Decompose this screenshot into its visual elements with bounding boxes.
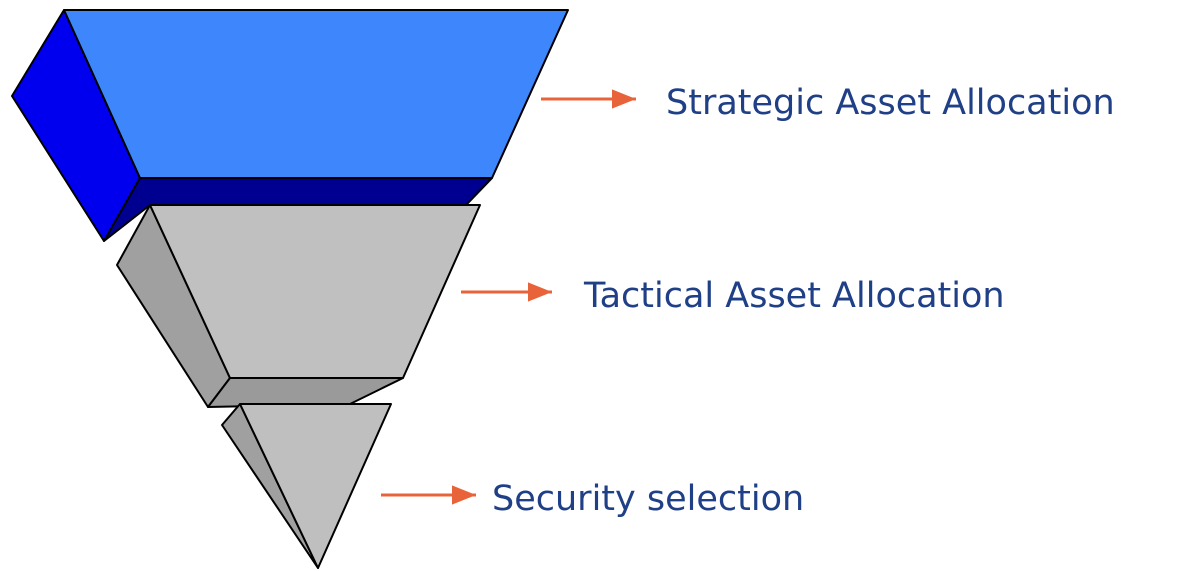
label-security: Security selection [492, 479, 804, 519]
label-strategic: Strategic Asset Allocation [666, 83, 1115, 123]
tactical-bottom-face [207, 377, 404, 408]
funnel-level-strategic [11, 9, 569, 242]
funnel-level-tactical [116, 204, 481, 408]
security-front-face [239, 403, 392, 569]
strategic-front-face [63, 9, 569, 179]
tactical-front-face [149, 204, 481, 379]
funnel-level-security [221, 403, 392, 569]
label-tactical: Tactical Asset Allocation [583, 276, 1005, 316]
